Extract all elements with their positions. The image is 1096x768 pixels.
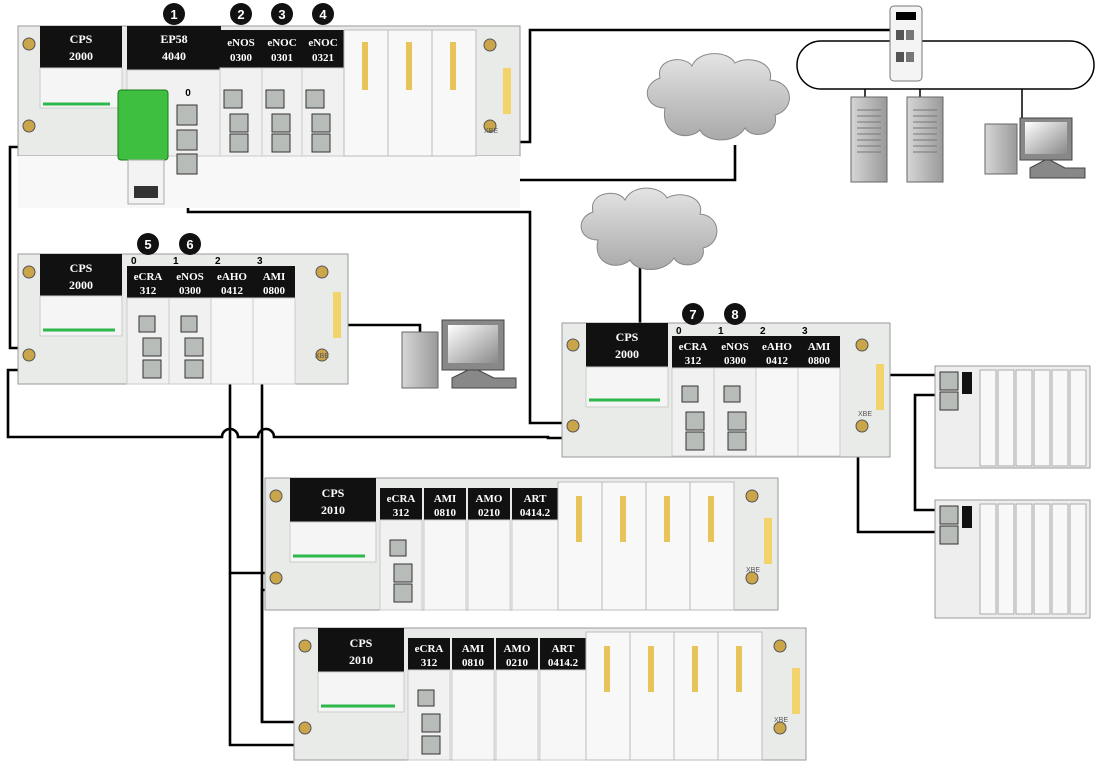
callout-markers-main: 1 2 3 4 [163, 3, 334, 25]
module-name: eAHO [762, 341, 792, 353]
module-number: 312 [393, 507, 410, 519]
module-name: AMI [434, 493, 457, 505]
distributed-io-island [934, 365, 1091, 469]
control-network-loop [796, 5, 1095, 183]
workstation-icon [401, 319, 517, 389]
module-name: CPS [350, 636, 373, 650]
callout-number: 7 [689, 307, 696, 322]
xbe-label: XBE [315, 353, 329, 360]
module-number: 0300 [179, 285, 202, 297]
module-number: 0301 [271, 52, 293, 64]
slot-number: 2 [215, 256, 221, 267]
module-number: 2000 [615, 347, 639, 361]
module-name: ART [552, 643, 576, 655]
callout-number: 5 [144, 237, 151, 252]
module-number: 0800 [808, 355, 831, 367]
module-number: 0412 [221, 285, 244, 297]
module-name: CPS [322, 486, 345, 500]
module-name: eCRA [387, 493, 416, 505]
module-number: 0210 [478, 507, 501, 519]
module-number: 0414.2 [520, 507, 551, 519]
slot-number: 1 [173, 256, 179, 267]
callout-markers-left-drop: 5 6 [137, 233, 201, 255]
module-number: 2000 [69, 278, 93, 292]
module-number: 0300 [724, 355, 747, 367]
module-number: 0800 [263, 285, 286, 297]
main-rack: CPS 2000 EP58 4040 0 eNOS 0300 eNOC 0301 [17, 25, 521, 208]
slot-number: 3 [257, 256, 263, 267]
xbe-label: XBE [746, 567, 760, 574]
distributed-io-island [934, 499, 1091, 619]
module-name: eCRA [679, 341, 708, 353]
server-icon [906, 96, 944, 183]
module-name: AMO [476, 493, 503, 505]
module-number: 0810 [462, 657, 485, 669]
slot-number: 0 [676, 326, 682, 337]
module-name: eCRA [134, 271, 163, 283]
callout-number: 2 [237, 7, 244, 22]
remote-drop-right: CPS 2000 0 eCRA 312 1 eNOS 0300 2 eAHO 0… [561, 322, 891, 458]
cloud-icon [646, 53, 790, 141]
callout-number: 1 [170, 7, 177, 22]
xbe-label: XBE [484, 128, 498, 135]
module-number: 0810 [434, 507, 457, 519]
cloud-icon [580, 187, 718, 270]
module-number: 2010 [321, 503, 345, 517]
module-number: 0300 [230, 52, 253, 64]
module-number: 2010 [349, 653, 373, 667]
module-number: 0412 [766, 355, 789, 367]
module-name: AMO [504, 643, 531, 655]
workstation-icon [984, 117, 1086, 179]
module-name: eCRA [415, 643, 444, 655]
slot-number: 1 [718, 326, 724, 337]
slot-number: 2 [760, 326, 766, 337]
callout-number: 4 [319, 7, 327, 22]
module-name: CPS [70, 32, 93, 46]
module-number: 312 [685, 355, 702, 367]
module-name: eNOS [721, 341, 749, 353]
module-number: 2000 [69, 49, 93, 63]
slot-number: 0 [185, 88, 191, 99]
ethernet-switch-icon [889, 5, 923, 82]
callout-number: 8 [731, 307, 738, 322]
module-number: 312 [421, 657, 438, 669]
callout-markers-right-drop: 7 8 [682, 303, 746, 325]
slot-number: 3 [802, 326, 808, 337]
remote-drop-3: CPS 2010 eCRA 312 AMI 0810 AMO 0210 ART … [264, 477, 779, 611]
module-name: EP58 [160, 32, 187, 46]
module-name: CPS [70, 261, 93, 275]
remote-drop-left: CPS 2000 0 eCRA 312 1 eNOS 0300 2 eAHO 0… [17, 253, 349, 385]
xbe-label: XBE [858, 411, 872, 418]
module-name: AMI [462, 643, 485, 655]
module-number: 312 [140, 285, 157, 297]
module-name: eNOC [267, 37, 296, 49]
ethernet-port-group [176, 104, 198, 175]
module-name: eAHO [217, 271, 247, 283]
module-name: eNOC [308, 37, 337, 49]
module-number: 4040 [162, 49, 186, 63]
module-name: eNOS [176, 271, 204, 283]
server-icon [850, 96, 888, 183]
callout-number: 6 [186, 237, 193, 252]
module-name: ART [524, 493, 548, 505]
remote-drop-4: CPS 2010 eCRA 312 AMI 0810 AMO 0210 ART … [293, 627, 807, 761]
module-name: AMI [808, 341, 831, 353]
module-name: AMI [263, 271, 286, 283]
module-number: 0321 [312, 52, 334, 64]
callout-number: 3 [278, 7, 285, 22]
xbe-label: XBE [774, 717, 788, 724]
slot-number: 0 [131, 256, 137, 267]
module-name: CPS [616, 330, 639, 344]
module-name: eNOS [227, 37, 255, 49]
module-number: 0210 [506, 657, 529, 669]
module-number: 0414.2 [548, 657, 579, 669]
cpu-memory-card [117, 89, 169, 161]
